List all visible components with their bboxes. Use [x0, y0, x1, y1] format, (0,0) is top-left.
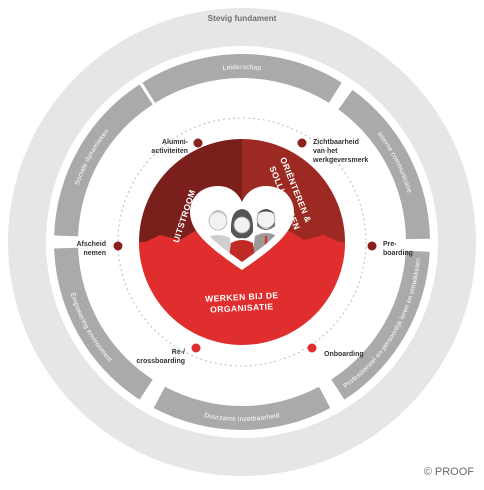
milestone-dot-onboarding	[307, 343, 317, 353]
milestone-zichtbaarheid-line3: werkgeversmerk	[312, 157, 368, 164]
milestone-alumni-line1: Alumni-	[162, 139, 189, 146]
ring-label-text-duurzame: Duurzame inzetbaarheid	[204, 412, 281, 423]
core-label-werken-2: ORGANISATIE	[210, 301, 274, 314]
milestone-preboarding-line1: Pre-	[383, 241, 397, 248]
milestone-zichtbaarheid-line2: van het	[313, 148, 338, 155]
milestone-dot-preboarding	[367, 241, 377, 251]
ring-segment-empowering	[54, 247, 153, 400]
milestone-dot-alumni	[193, 138, 203, 148]
outer-ring-title: Stevig fundament	[208, 14, 277, 23]
person-left-hair	[208, 210, 228, 220]
core-label-werken-1: WERKEN BIJ DE	[205, 290, 279, 304]
person-right-beard	[257, 222, 275, 230]
milestone-dot-zichtbaarheid	[297, 138, 307, 148]
milestone-path	[117, 117, 367, 367]
milestone-afscheid-line1: Afscheid	[76, 241, 106, 248]
ring-label-leiderschap: Leiderschap	[222, 64, 261, 72]
milestones: Alumni- activiteiten Zichtbaarheid van h…	[76, 138, 413, 365]
person-left-head	[208, 211, 228, 231]
milestone-dot-afscheid	[113, 241, 123, 251]
ring-segment-leiderschap	[142, 54, 342, 103]
copyright-label: © PROOF	[424, 466, 475, 478]
milestone-dot-recrossboarding	[191, 343, 201, 353]
milestone-afscheid-line2: nemen	[83, 250, 106, 257]
milestone-alumni-line2: activiteiten	[151, 148, 188, 155]
person-middle-head	[233, 216, 251, 234]
ring-segment-duurzame	[153, 386, 331, 430]
milestone-zichtbaarheid-line1: Zichtbaarheid	[313, 139, 359, 146]
ring-segment-interne-communicatie	[338, 89, 430, 240]
milestone-recrossboarding-line1: Re-/	[172, 349, 185, 356]
milestone-onboarding-line1: Onboarding	[324, 351, 364, 358]
ring-label-text-leiderschap: Leiderschap	[222, 64, 261, 72]
milestone-preboarding-line2: boarding	[383, 250, 413, 257]
ring-segment-professioneel	[331, 250, 430, 400]
person-right-hair	[257, 209, 275, 214]
ring-label-duurzame: Duurzame inzetbaarheid	[204, 412, 281, 423]
milestone-recrossboarding-line2: crossboarding	[136, 358, 185, 365]
ring-segment-sociale	[54, 84, 153, 237]
